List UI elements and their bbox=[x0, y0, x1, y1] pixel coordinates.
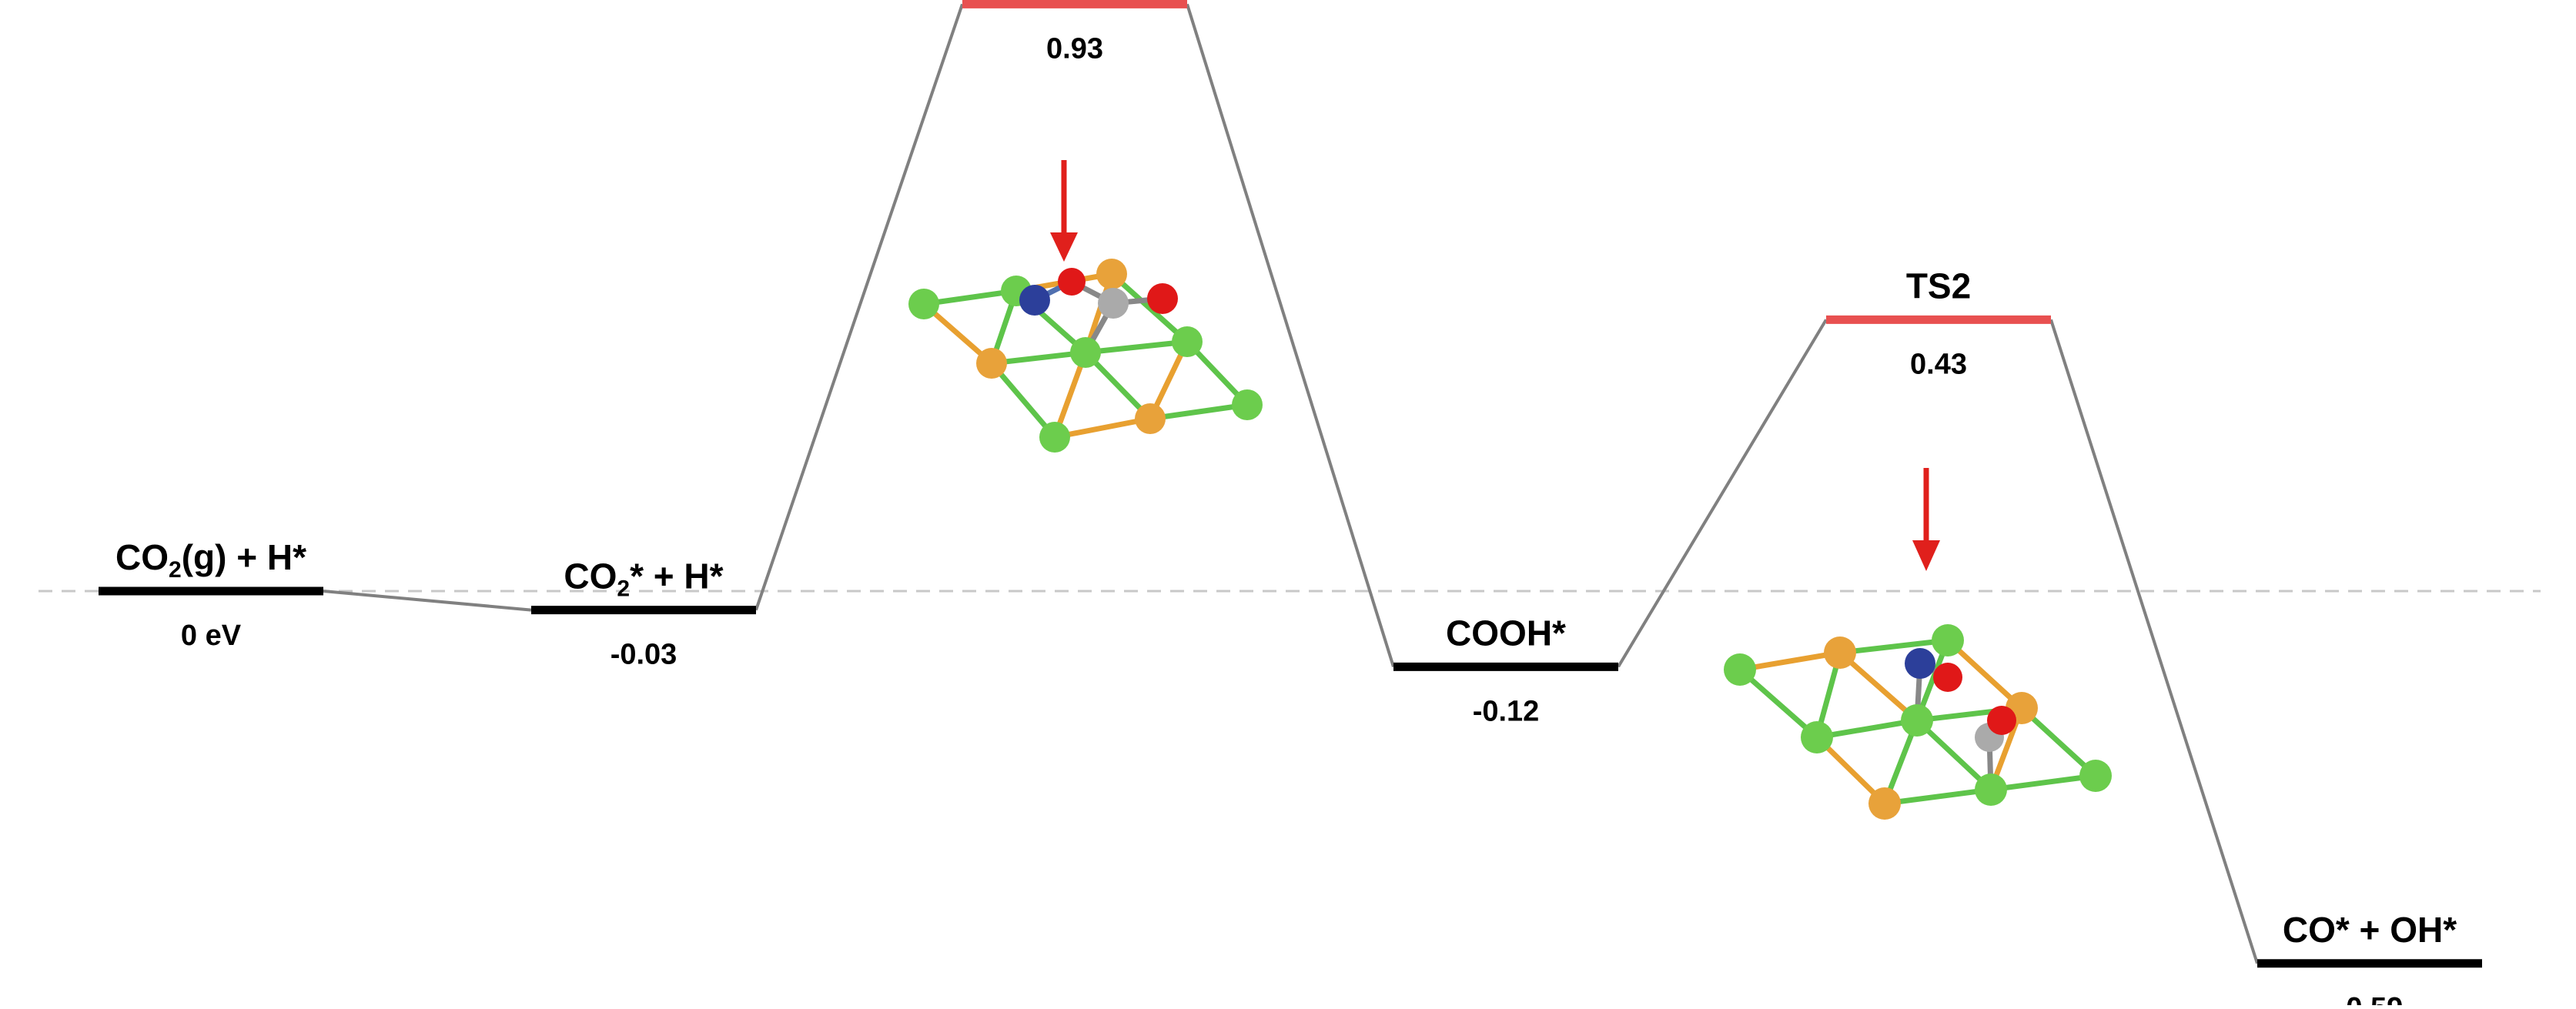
connector-line bbox=[323, 590, 532, 612]
levels bbox=[99, 0, 2482, 968]
energy-value-label: 0 eV bbox=[181, 620, 242, 652]
state-label-rest: * + H* bbox=[630, 556, 724, 596]
state-label-main: TS2 bbox=[1906, 266, 1971, 306]
energy-value-label: -0.12 bbox=[1473, 695, 1540, 727]
energy-value-label: 0.93 bbox=[1046, 32, 1103, 65]
state-label: COOH* bbox=[1446, 613, 1566, 653]
energy-value-label: -0.59 bbox=[2337, 992, 2404, 1005]
connector-line bbox=[2049, 319, 2259, 964]
state-label: CO2(g) + H* bbox=[115, 537, 306, 583]
connectors bbox=[323, 3, 2259, 964]
state-label-subscript: 2 bbox=[169, 557, 182, 583]
state-label-rest: (g) + H* bbox=[182, 537, 306, 577]
connector-line bbox=[1617, 319, 1828, 668]
state-label-main: CO* + OH* bbox=[2283, 910, 2457, 950]
ts2-structure bbox=[1724, 624, 2112, 820]
connector-line bbox=[1186, 3, 1395, 667]
energy-value-label: -0.03 bbox=[611, 639, 677, 671]
connector-line bbox=[754, 3, 964, 611]
state-label-main: CO bbox=[115, 537, 169, 577]
energy-value-label: 0.43 bbox=[1910, 348, 1967, 380]
state-label: TS2 bbox=[1906, 266, 1971, 306]
ts1-arrow bbox=[1050, 160, 1078, 262]
state-label-subscript: 2 bbox=[617, 576, 630, 602]
ts1-structure bbox=[908, 259, 1263, 453]
state-label: CO* + OH* bbox=[2283, 910, 2457, 950]
state-label-main: CO bbox=[564, 556, 617, 596]
ts2-arrow bbox=[1912, 468, 1940, 571]
state-label-main: COOH* bbox=[1446, 613, 1566, 653]
state-label: CO2* + H* bbox=[564, 556, 723, 602]
